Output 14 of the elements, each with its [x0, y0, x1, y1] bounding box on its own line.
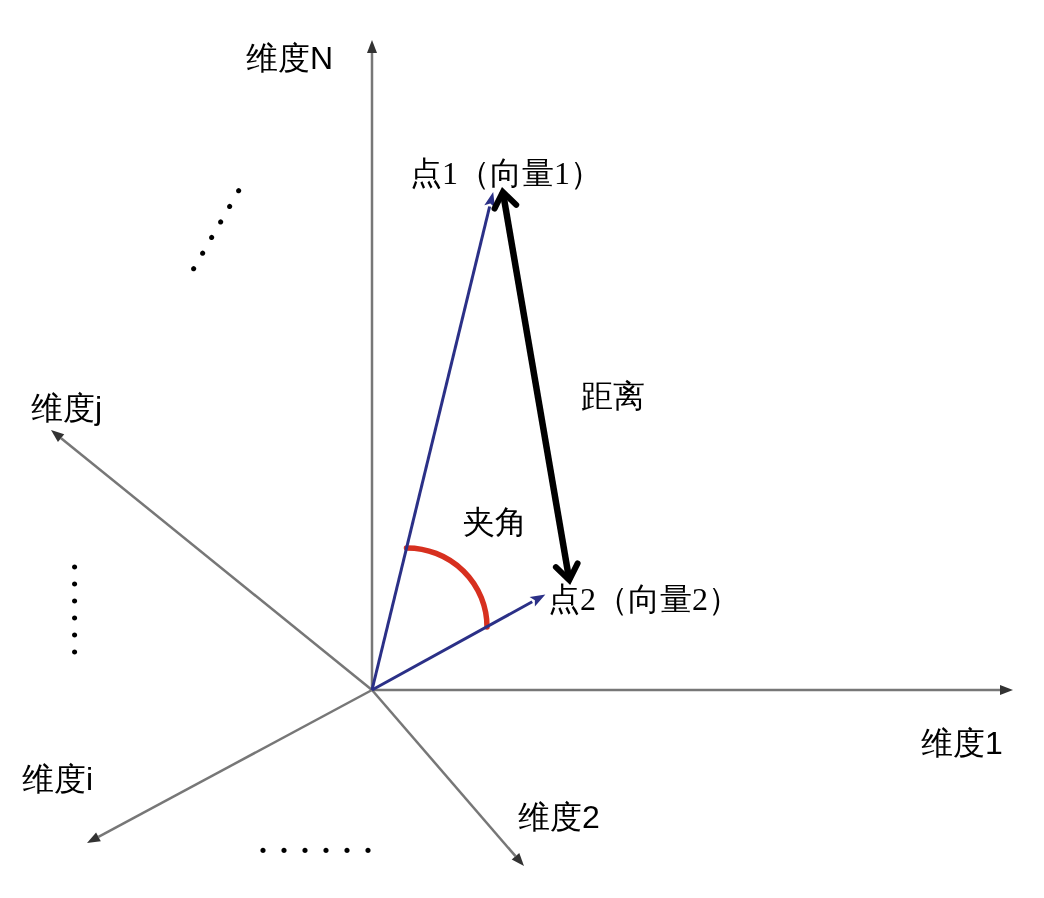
ellipsis-dots: ......: [67, 563, 99, 665]
ellipsis-dots: ......: [259, 826, 385, 858]
axis-label: 维度N: [246, 42, 334, 74]
axis-label: 维度j: [31, 392, 103, 424]
edge-label: 距离: [581, 380, 645, 412]
axis-label: 维度1: [921, 727, 1003, 759]
arrow: [371, 594, 546, 692]
arrow: [370, 191, 495, 691]
point-label: 点1（向量1）: [410, 157, 602, 189]
angle-label: 夹角: [463, 506, 527, 538]
axis-label: 维度i: [22, 763, 94, 795]
axis-label: 维度2: [518, 801, 600, 833]
point-label: 点2（向量2）: [548, 583, 740, 615]
double-headed-arrow: [491, 188, 581, 584]
